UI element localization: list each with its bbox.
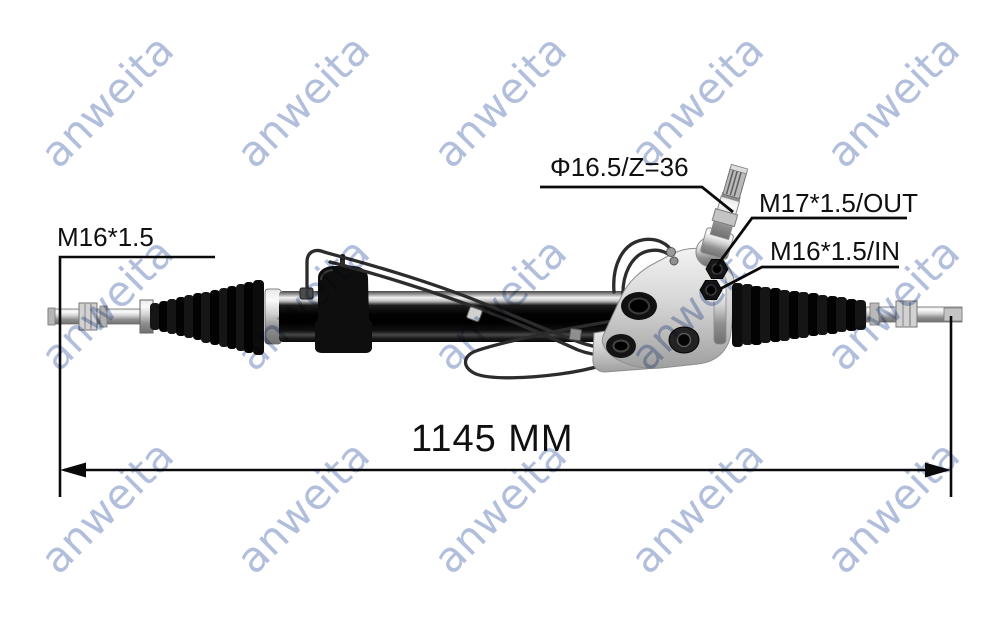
label-overall-length: 1145 MM xyxy=(411,418,574,460)
tie-rod-right xyxy=(865,300,963,328)
leader-line-tie-rod-thread xyxy=(58,255,215,497)
tie-rod-left xyxy=(47,299,154,334)
label-inlet-port: M16*1.5/IN xyxy=(770,236,901,266)
label-tie-rod-thread: M16*1.5 xyxy=(57,222,154,252)
leader-line-inlet xyxy=(719,265,899,291)
leader-line-spline xyxy=(540,185,734,214)
label-outlet-port: M17*1.5/OUT xyxy=(759,188,918,218)
dimension-arrow xyxy=(60,462,951,478)
arrowhead-left xyxy=(60,462,86,478)
valve-housing xyxy=(592,236,736,373)
port-fittings xyxy=(666,247,729,300)
label-spline-spec: Φ16.5/Z=36 xyxy=(550,152,689,182)
arrowhead-right xyxy=(925,462,951,478)
bellows-boot-right xyxy=(732,283,866,347)
bellows-boot-left xyxy=(150,280,264,355)
leader-line-outlet xyxy=(714,216,907,268)
input-shaft-spline xyxy=(700,163,749,260)
